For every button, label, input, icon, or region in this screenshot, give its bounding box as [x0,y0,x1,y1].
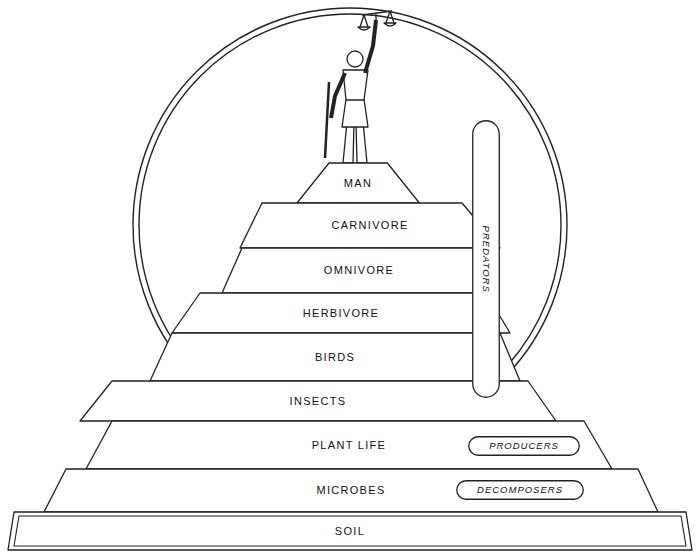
trophic-band: MAN [297,163,419,203]
band-label: SOIL [335,525,365,537]
band-shape [222,248,496,293]
band-label: MICROBES [316,484,385,496]
band-shape [297,163,419,203]
capsule-shape [469,437,580,456]
group-label: DECOMPOSERS [477,485,563,495]
trophic-band: CARNIVORE [240,203,500,248]
band-label: CARNIVORE [331,219,408,231]
group-capsule: PRODUCERS [468,436,580,456]
group-label: PRODUCERS [489,441,559,451]
band-label: BIRDS [315,351,355,363]
trophic-band: HERBIVORE [172,293,510,333]
statue-figure [325,11,396,163]
band-shape [80,381,556,421]
trophic-band: BIRDS [150,333,520,381]
group-capsule: DECOMPOSERS [456,480,584,500]
halo-ring [133,8,567,442]
band-label: MAN [344,177,372,189]
band-shape [86,421,612,469]
halo-ring [139,14,561,436]
capsule-shape [457,481,584,500]
band-shape [44,469,658,512]
trophic-band: MICROBES DECOMPOSERS [44,469,658,512]
trophic-band: SOIL [8,512,692,550]
band-shape [150,333,520,381]
band-label: PLANT LIFE [312,439,387,451]
trophic-band: OMNIVORE [222,248,496,293]
band-label: OMNIVORE [324,264,394,276]
capsule-shape [473,121,500,398]
band-shape [172,293,510,333]
band-label: INSECTS [290,395,347,407]
group-label: PREDATORS [481,225,491,292]
trophic-band: PLANT LIFE PRODUCERS [86,421,612,469]
band-shape [240,203,500,248]
band-shape [8,512,692,550]
band-inner-shape [14,516,686,546]
band-label: HERBIVORE [303,307,380,319]
group-capsule: PREDATORS [472,120,500,398]
